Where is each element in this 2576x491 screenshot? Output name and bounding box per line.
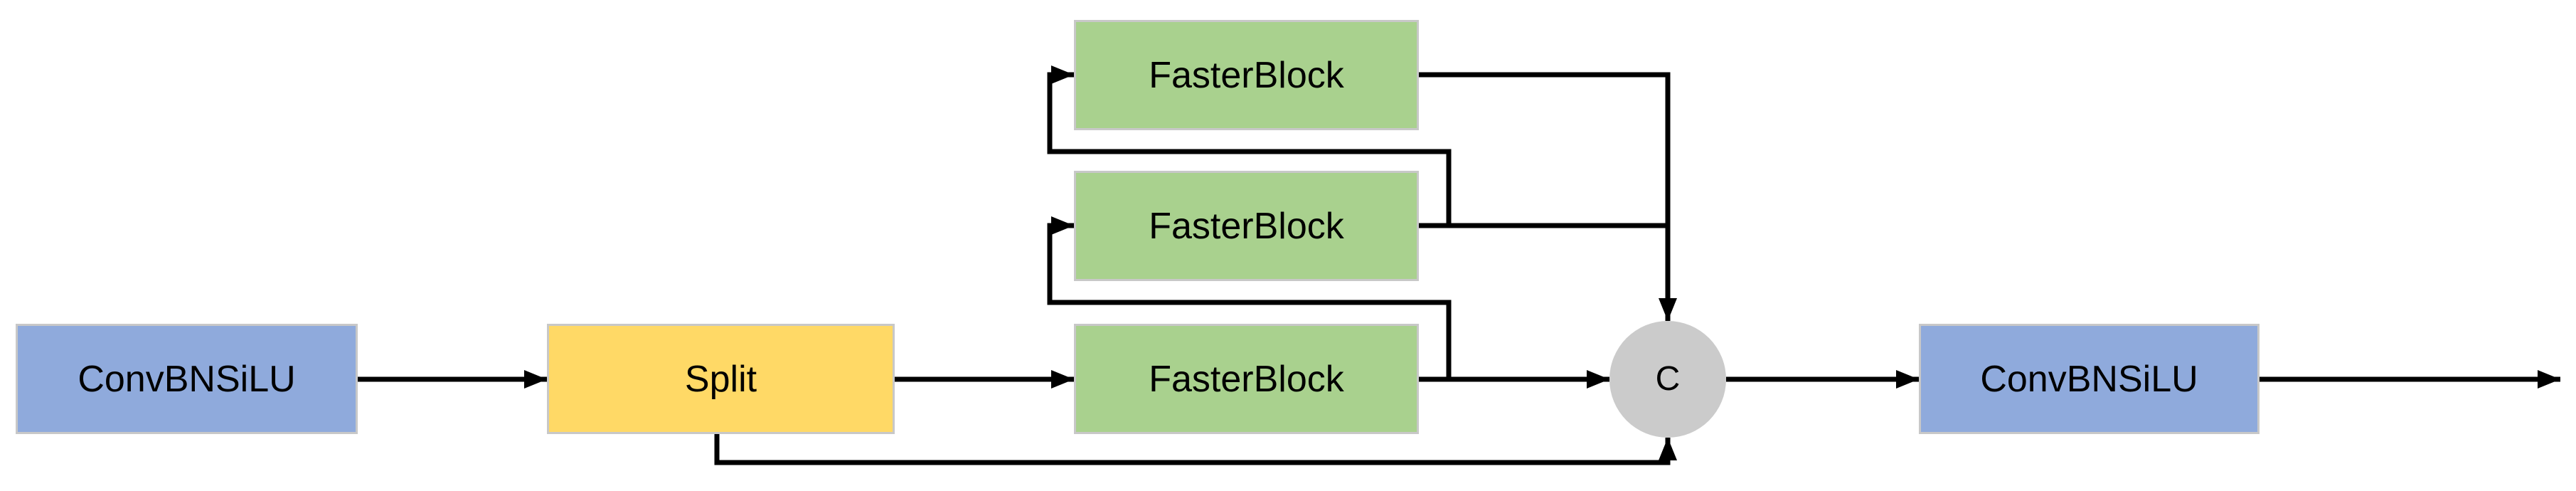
conv-out-label: ConvBNSiLU [1980, 358, 2198, 400]
fasterblock-mid-node: FasterBlock [1074, 171, 1419, 281]
split-label: Split [684, 358, 757, 400]
fasterblock-top-node: FasterBlock [1074, 20, 1419, 130]
edge-fasterblock-top-to-concat [1419, 72, 1677, 321]
edge-fasterblock-mid-to-top [1047, 65, 1452, 226]
fasterblock-bot-label: FasterBlock [1149, 358, 1344, 400]
edge-split-skip-to-concat [714, 434, 1677, 465]
fasterblock-top-label: FasterBlock [1149, 54, 1344, 96]
split-node: Split [547, 324, 895, 434]
fasterblock-bot-node: FasterBlock [1074, 324, 1419, 434]
fasterblock-mid-label: FasterBlock [1149, 205, 1344, 247]
edge-fasterblock-bot-to-mid [1047, 216, 1452, 379]
concat-label: C [1655, 360, 1681, 398]
conv-in-label: ConvBNSiLU [78, 358, 296, 400]
concat-node: C [1609, 321, 1726, 438]
conv-in-node: ConvBNSiLU [16, 324, 358, 434]
conv-out-node: ConvBNSiLU [1919, 324, 2260, 434]
